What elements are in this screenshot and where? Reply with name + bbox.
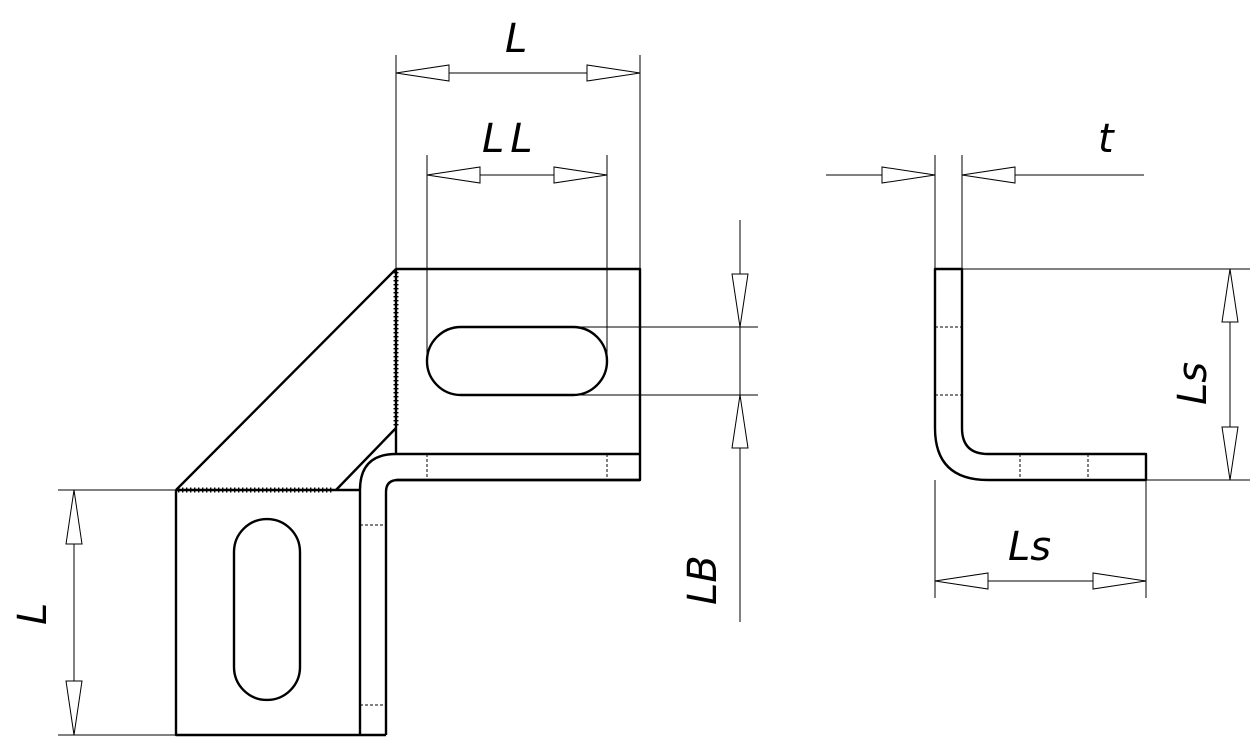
dimension-top-width: [395, 64, 641, 82]
label-side-leg-vertical: Ls: [1170, 362, 1216, 405]
label-side-leg-horizontal: Ls: [1008, 524, 1051, 570]
bent-flange-outer: [384, 478, 640, 735]
gusset-inner-diagonal: [335, 427, 397, 491]
side-extension-lines: [934, 155, 1250, 598]
slot-horizontal: [425, 325, 609, 397]
label-top-width: L: [505, 16, 527, 62]
dimension-slot-length: [426, 166, 608, 184]
front-view: [174, 267, 642, 737]
side-view: [933, 267, 1148, 482]
slot-vertical: [232, 517, 302, 702]
label-left-height: L: [10, 603, 56, 625]
gusset-diagonal: [175, 268, 397, 491]
label-slot-length: LL: [482, 116, 539, 162]
dimension-side-leg-horizontal: [934, 572, 1147, 590]
extension-lines: [58, 55, 758, 736]
bent-flange: [358, 452, 640, 735]
dimension-left-height: [65, 489, 83, 736]
label-base-distance: LB: [680, 555, 726, 605]
label-thickness: t: [1098, 116, 1115, 162]
dimension-base-distance: [731, 220, 749, 622]
dimension-thickness: [826, 166, 1144, 184]
dimension-side-leg-vertical: [1221, 268, 1239, 481]
side-profile: [933, 267, 1148, 482]
